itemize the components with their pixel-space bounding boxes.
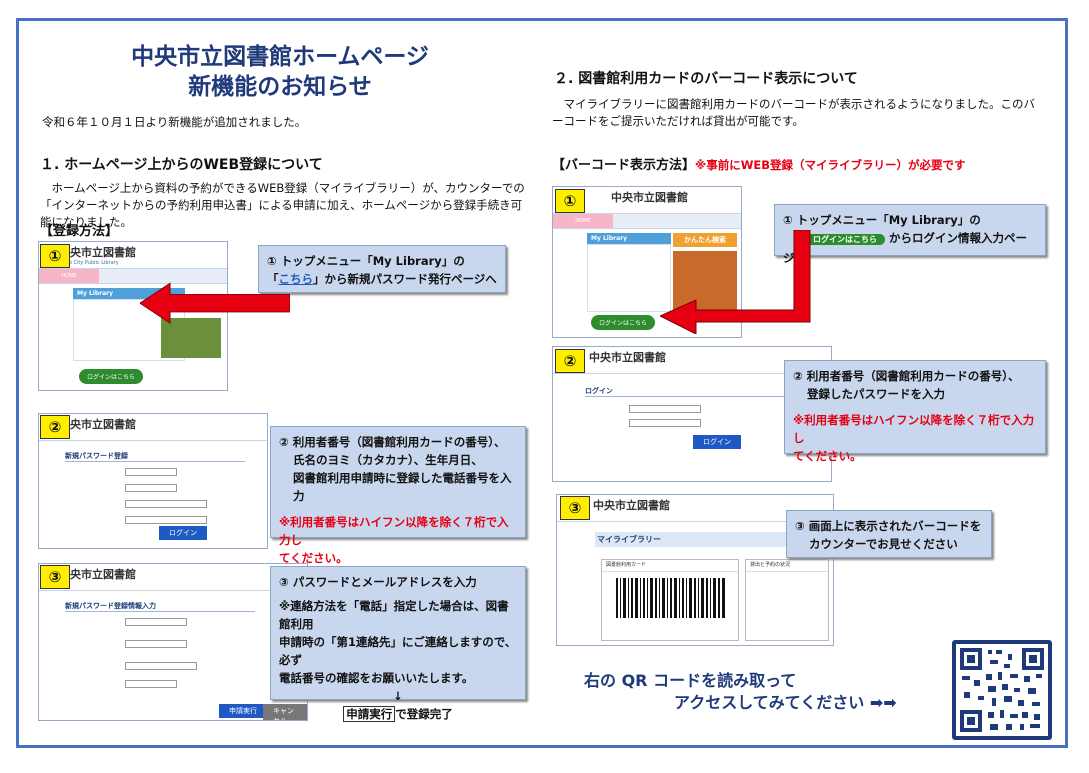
screenshot-new-password: 中央市立図書館 新規パスワード登録 ログイン: [38, 413, 268, 549]
barcode-icon: [616, 578, 725, 618]
step-badge-s2-3: ③: [560, 496, 590, 520]
qr-code[interactable]: [952, 640, 1052, 740]
arrow-icon: [660, 230, 811, 334]
section1-body: ホームページ上から資料の予約ができるWEB登録（マイライブラリー）が、カウンター…: [40, 181, 525, 229]
link-kochira[interactable]: こちら: [278, 272, 314, 286]
callout-s1-step3: ③ パスワードとメールアドレスを入力 ※連絡方法を「電話」指定した場合は、図書館…: [270, 566, 526, 722]
step-badge-s2-1: ①: [555, 189, 585, 213]
callout-s2-step2: ② 利用者番号（図書館利用カードの番号）、 登録したパスワードを入力 ※利用者番…: [784, 360, 1046, 463]
step-badge-3: ③: [40, 565, 70, 589]
page-frame: [16, 18, 1068, 748]
section1-method: 【登録方法】: [40, 224, 119, 239]
step-badge-1: ①: [40, 244, 70, 268]
page-title: 中央市立図書館ホームページ 新機能のお知らせ: [60, 42, 500, 102]
section2-method: 【バーコード表示方法】※事前にWEB登録（マイライブラリー）が必要です: [552, 158, 966, 173]
qr-code-icon: [960, 648, 1044, 732]
qr-prompt: 右の QR コードを読み取って アクセスしてみてください ➡➡: [584, 671, 897, 712]
callout-s2-step3: ③ 画面上に表示されたバーコードを カウンターでお見せください: [786, 510, 992, 558]
intro-text: 令和６年１０月１日より新機能が追加されました。: [42, 115, 307, 129]
nav-home: HOME: [39, 269, 99, 283]
step-badge-2: ②: [40, 415, 70, 439]
step-badge-s2-2: ②: [555, 349, 585, 373]
screenshot-top-menu-2: 中央市立図書館 HOME My Library かんたん検索 ログインはこちら: [552, 186, 742, 338]
apply-label: 申請実行: [343, 706, 396, 722]
arrow-icon: [140, 282, 290, 325]
section1-heading: １. ホームページ上からのWEB登録について: [40, 157, 323, 173]
section2-heading: ２. 図書館利用カードのバーコード表示について: [554, 71, 858, 87]
title-line-1: 中央市立図書館ホームページ: [131, 44, 429, 70]
callout-s2-step1: ① トップメニュー「My Library」の ログインはこちら からログイン情報…: [774, 204, 1046, 265]
screenshot-password-mail: 中央市立図書館 新規パスワード登録情報入力 申請実行 キャンセル: [38, 563, 308, 721]
double-arrow-icon: ➡➡: [869, 693, 897, 712]
mock-page-title: 新規パスワード登録: [65, 451, 245, 462]
title-line-2: 新機能のお知らせ: [188, 74, 372, 100]
login-button-mock: ログインはこちら: [79, 369, 144, 384]
login-button-sample: ログインはこちら: [805, 234, 885, 245]
callout-s1-step1: ① トップメニュー「My Library」の 「こちら」から新規パスワード発行ペ…: [258, 245, 506, 293]
mylib-header: My Library: [73, 288, 185, 299]
callout-s1-step2: ② 利用者番号（図書館利用カードの番号）、 氏名のヨミ（カタカナ）、生年月日、 …: [270, 426, 526, 565]
section2-body: マイライブラリーに図書館利用カードのバーコードが表示されるようになりました。この…: [552, 97, 1035, 128]
